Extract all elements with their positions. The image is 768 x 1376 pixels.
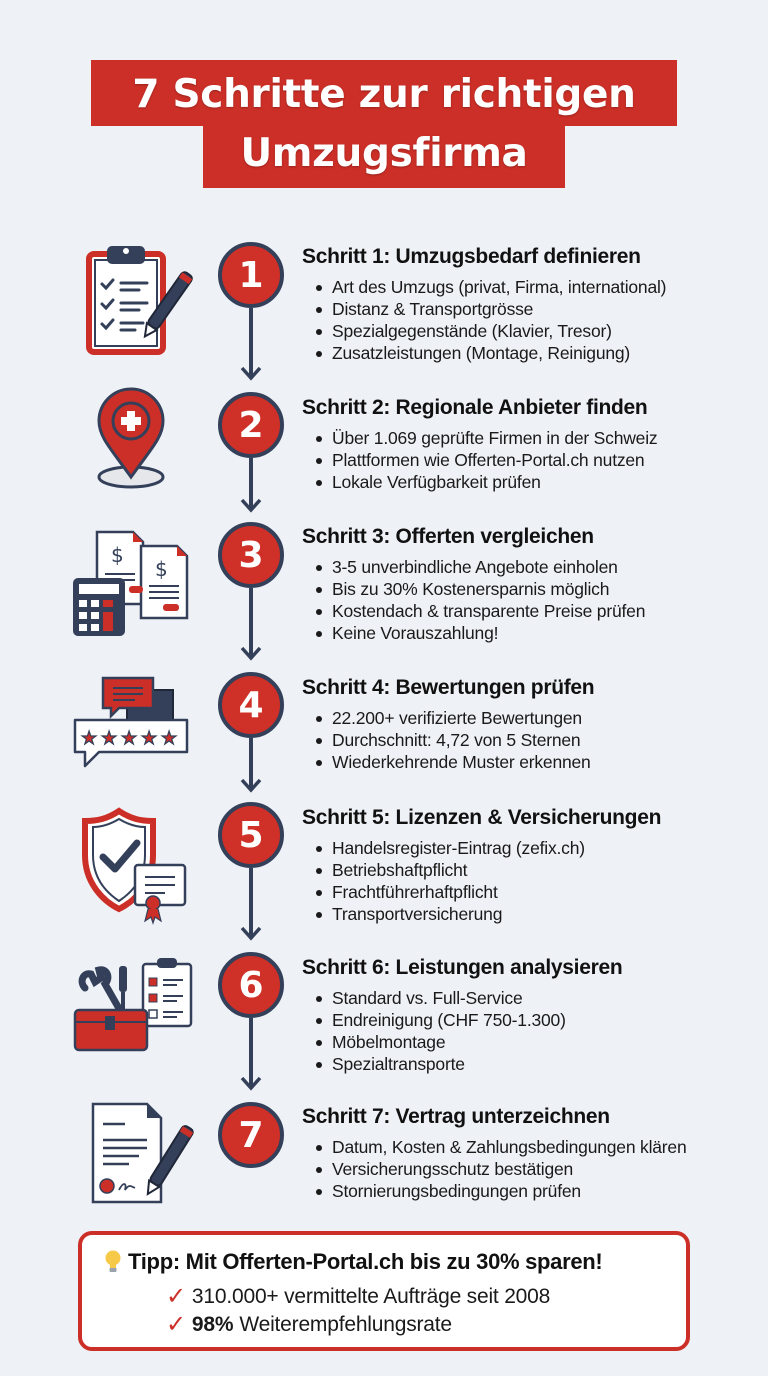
contract-pen-icon	[68, 1098, 200, 1218]
bullet-item: Stornierungsbedingungen prüfen	[314, 1180, 686, 1202]
bullet-item: Art des Umzugs (privat, Firma, internati…	[314, 276, 667, 298]
review-stars-chat-icon: ★★★★★	[68, 668, 200, 788]
svg-text:$: $	[111, 543, 124, 567]
tip-row-highlight: 98%	[191, 1313, 234, 1336]
bullet-item: Kostendach & transparente Preise prüfen	[314, 600, 645, 622]
bullet-item: 22.200+ verifizierte Bewertungen	[314, 707, 591, 729]
step-bullets: Art des Umzugs (privat, Firma, internati…	[314, 276, 667, 364]
bullet-item: 3-5 unverbindliche Angebote einholen	[314, 556, 645, 578]
bullet-item: Bis zu 30% Kostenersparnis möglich	[314, 578, 645, 600]
toolbox-checklist-icon	[68, 948, 200, 1068]
step-number-4: 4	[218, 672, 284, 738]
step-title: Schritt 2: Regionale Anbieter finden	[302, 396, 648, 419]
connector-line	[249, 458, 253, 508]
arrow-down-icon	[240, 646, 262, 661]
connector-line	[249, 588, 253, 656]
bullet-item: Frachtführerhaftpflicht	[314, 881, 585, 903]
svg-text:★: ★	[81, 728, 97, 749]
tip-row-orders: ✓ 310.000+ vermittelte Aufträge seit 200…	[166, 1285, 550, 1309]
bullet-item: Handelsregister-Eintrag (zefix.ch)	[314, 837, 585, 859]
arrow-down-icon	[240, 926, 262, 941]
step-bullets: Über 1.069 geprüfte Firmen in der Schwei…	[314, 427, 658, 493]
connector-line	[249, 868, 253, 936]
tip-headline-text: Tipp: Mit Offerten-Portal.ch bis zu 30% …	[128, 1249, 603, 1274]
arrow-down-icon	[240, 498, 262, 513]
step-title: Schritt 7: Vertrag unterzeichnen	[302, 1105, 610, 1128]
tip-headline: Tipp: Mit Offerten-Portal.ch bis zu 30% …	[104, 1249, 603, 1275]
arrow-down-icon	[240, 778, 262, 793]
tip-row-text: 310.000+ vermittelte Aufträge seit 2008	[191, 1285, 551, 1308]
step-bullets: 22.200+ verifizierte Bewertungen Durchsc…	[314, 707, 591, 773]
step-title: Schritt 1: Umzugsbedarf definieren	[302, 245, 641, 268]
bullet-item: Datum, Kosten & Zahlungsbedingungen klär…	[314, 1136, 687, 1158]
bullet-item: Über 1.069 geprüfte Firmen in der Schwei…	[314, 427, 658, 449]
bullet-item: Plattformen wie Offerten-Portal.ch nutze…	[314, 449, 657, 471]
bullet-item: Lokale Verfügbarkeit prüfen	[314, 471, 657, 493]
bullet-item: Versicherungsschutz bestätigen	[314, 1158, 686, 1180]
tip-row-recommendation: ✓ 98% Weiterempfehlungsrate	[166, 1313, 452, 1337]
bullet-item: Betriebshaftpflicht	[314, 859, 585, 881]
checkmark-icon: ✓	[166, 1311, 186, 1338]
tip-box: Tipp: Mit Offerten-Portal.ch bis zu 30% …	[78, 1231, 690, 1351]
swiss-location-pin-icon	[68, 385, 200, 505]
step-bullets: Standard vs. Full-Service Endreinigung (…	[314, 987, 566, 1075]
step-number-3: 3	[218, 522, 284, 588]
lightbulb-icon	[105, 1250, 121, 1272]
clipboard-checklist-icon	[68, 240, 200, 360]
calculator-invoices-icon: $ $	[68, 522, 200, 642]
svg-text:★: ★	[121, 728, 137, 749]
title-line-2: Umzugsfirma	[203, 126, 565, 188]
bullet-item: Spezialgegenstände (Klavier, Tresor)	[314, 320, 666, 342]
step-number-5: 5	[218, 802, 284, 868]
shield-certificate-icon	[68, 805, 200, 925]
step-number-1: 1	[218, 242, 284, 308]
bullet-item: Spezialtransporte	[314, 1053, 566, 1075]
connector-line	[249, 738, 253, 788]
step-number-2: 2	[218, 392, 284, 458]
title-line-1: 7 Schritte zur richtigen	[91, 60, 677, 126]
step-number-6: 6	[218, 952, 284, 1018]
bullet-item: Transportversicherung	[314, 903, 585, 925]
arrow-down-icon	[240, 366, 262, 381]
bullet-item: Möbelmontage	[314, 1031, 566, 1053]
arrow-down-icon	[240, 1076, 262, 1091]
step-bullets: Handelsregister-Eintrag (zefix.ch) Betri…	[314, 837, 585, 925]
bullet-item: Distanz & Transportgrösse	[314, 298, 666, 320]
tip-row-text: Weiterempfehlungsrate	[239, 1313, 452, 1336]
svg-text:★: ★	[161, 728, 177, 749]
step-bullets: Datum, Kosten & Zahlungsbedingungen klär…	[314, 1136, 687, 1202]
bullet-item: Zusatzleistungen (Montage, Reinigung)	[314, 342, 666, 364]
bullet-item: Wiederkehrende Muster erkennen	[314, 751, 591, 773]
bullet-item: Durchschnitt: 4,72 von 5 Sternen	[314, 729, 591, 751]
connector-line	[249, 1018, 253, 1086]
step-title: Schritt 5: Lizenzen & Versicherungen	[302, 806, 662, 829]
bullet-item: Keine Vorauszahlung!	[314, 622, 645, 644]
svg-text:★: ★	[101, 728, 117, 749]
bullet-item: Standard vs. Full-Service	[314, 987, 566, 1009]
step-bullets: 3-5 unverbindliche Angebote einholen Bis…	[314, 556, 645, 644]
step-title: Schritt 6: Leistungen analysieren	[302, 956, 623, 979]
checkmark-icon: ✓	[166, 1283, 186, 1310]
connector-line	[249, 308, 253, 376]
step-title: Schritt 4: Bewertungen prüfen	[302, 676, 595, 699]
svg-text:★: ★	[141, 728, 157, 749]
page-title: 7 Schritte zur richtigen Umzugsfirma	[0, 60, 768, 188]
svg-text:$: $	[155, 557, 168, 581]
step-number-7: 7	[218, 1102, 284, 1168]
step-title: Schritt 3: Offerten vergleichen	[302, 525, 594, 548]
bullet-item: Endreinigung (CHF 750-1.300)	[314, 1009, 566, 1031]
